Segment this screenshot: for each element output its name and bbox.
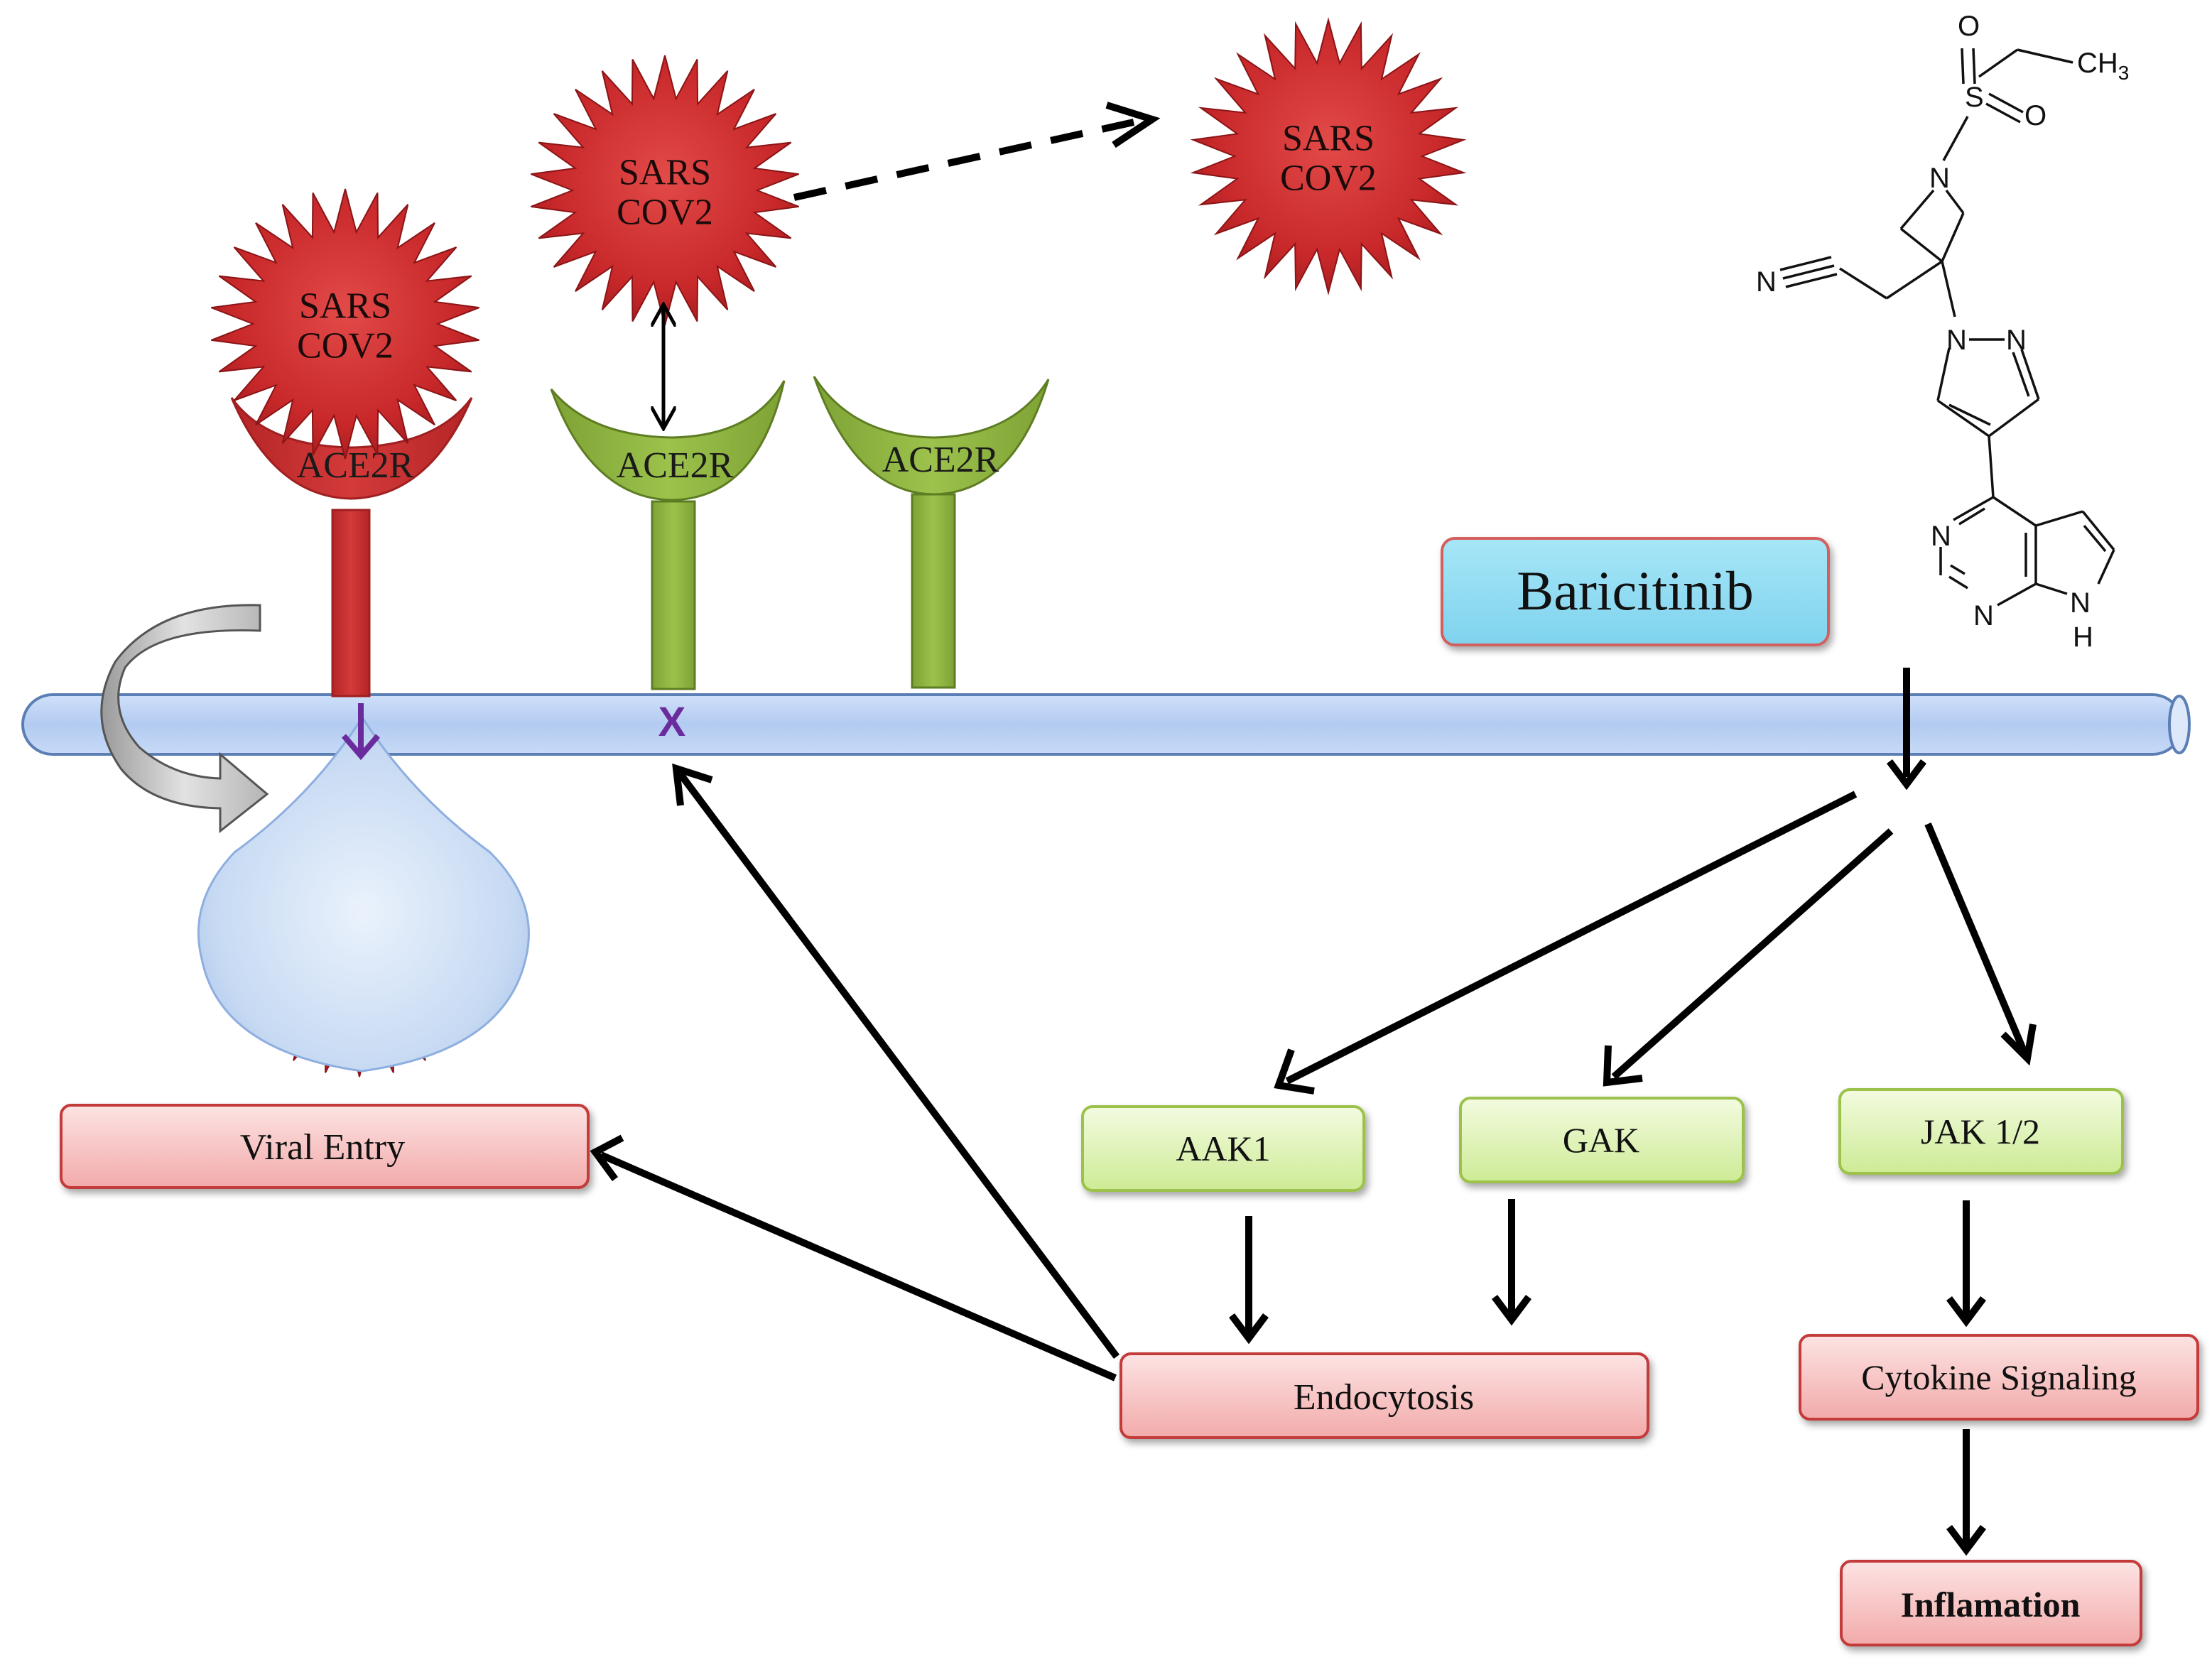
atom-n-pyrrole: N (2070, 587, 2091, 619)
virus-bound-label-line2: COV2 (297, 326, 394, 367)
gak-label: GAK (1563, 1120, 1639, 1160)
pathway-arrows (590, 668, 2037, 1556)
virus-released-label-line2: COV2 (1280, 158, 1377, 199)
endocytic-vesicle (197, 715, 530, 1073)
atom-ch3: CH3 (2077, 48, 2129, 84)
ace2-label-free-2: ACE2R (882, 440, 999, 480)
atom-o-top: O (1958, 11, 1980, 42)
cytokine-signaling-label: Cytokine Signaling (1861, 1357, 2137, 1397)
atom-s: S (1965, 82, 1984, 113)
inflammation-label: Inflamation (1901, 1585, 2081, 1624)
atom-n-pyrimidine-bottom: N (1973, 600, 1994, 631)
virus-free-label-line2: COV2 (617, 192, 713, 233)
atom-n2-pyrazole: N (2006, 325, 2027, 356)
ace2-receptor-free-2: ACE2R (813, 376, 1050, 689)
cell-membrane (21, 693, 2191, 756)
atom-n-azetidine: N (1929, 163, 1950, 194)
jak-label: JAK 1/2 (1921, 1112, 2040, 1151)
ace2-receptor-free-1: ACE2R (550, 380, 786, 690)
atom-o-right: O (2024, 100, 2046, 131)
aak1-label: AAK1 (1176, 1129, 1270, 1168)
virus-free-label-line1: SARS (619, 153, 711, 193)
atom-h-pyrrole: H (2073, 621, 2093, 653)
endocytosis-label: Endocytosis (1294, 1377, 1474, 1418)
atom-n-pyrimidine-top: N (1931, 521, 1951, 552)
baricitinib-atoms: O S O CH3 N N N N N N N H (1756, 11, 2129, 653)
baricitinib-structure (1779, 48, 2115, 607)
aak1-box: AAK1 (1081, 1105, 1365, 1192)
endocytosis-box: Endocytosis (1119, 1352, 1649, 1439)
drug-name: Baricitinib (1517, 560, 1754, 621)
atom-n-nitrile: N (1756, 266, 1777, 298)
ace2-label-free-1: ACE2R (617, 445, 734, 486)
virus-released-label-line1: SARS (1282, 119, 1375, 159)
entry-arrow-icon (341, 703, 381, 761)
virus-bound-label-line1: SARS (299, 286, 391, 327)
gak-box: GAK (1459, 1097, 1745, 1183)
cytokine-signaling-box: Cytokine Signaling (1799, 1334, 2199, 1421)
drug-box: Baricitinib (1441, 537, 1830, 646)
inflammation-box: Inflamation (1840, 1560, 2142, 1646)
blocked-marker: X (658, 699, 686, 745)
jak-box: JAK 1/2 (1838, 1088, 2124, 1175)
atom-n1-pyrazole: N (1946, 325, 1967, 356)
viral-entry-box: Viral Entry (60, 1104, 590, 1189)
ace2-receptor-bound: ACE2R (230, 397, 473, 697)
ace2-label-bound: ACE2R (297, 445, 414, 486)
release-arrow (793, 102, 1161, 201)
curved-entry-arrow-icon (100, 604, 269, 834)
viral-entry-label: Viral Entry (240, 1127, 405, 1168)
